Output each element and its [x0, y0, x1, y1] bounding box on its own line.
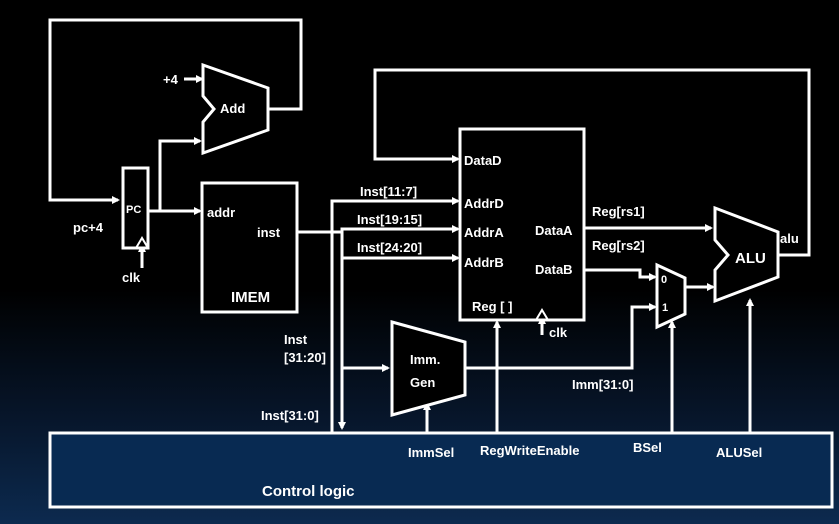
regfile-label: Reg [ ] — [472, 299, 512, 314]
imem-block: addr inst IMEM — [200, 181, 299, 314]
wire-pc-to-add — [158, 137, 202, 211]
mux-1-label: 1 — [662, 302, 668, 314]
datab-port: DataB — [535, 262, 573, 277]
wire-imm — [465, 303, 657, 370]
clk-reg-label: clk — [549, 325, 568, 340]
imm-gen: Imm. Gen — [390, 320, 467, 417]
inst-11-7-label: Inst[11:7] — [360, 184, 417, 199]
alu-unit: ALU — [713, 205, 780, 304]
register-file: DataD AddrD AddrA AddrB DataA DataB Reg … — [458, 127, 586, 322]
pc-register: PC — [121, 166, 150, 250]
dataa-port: DataA — [535, 223, 573, 238]
labels: +4 pc+4 clk Inst[11:7] Inst[19:15] Inst[… — [73, 72, 799, 460]
wires — [48, 18, 811, 440]
alusel-label: ALUSel — [716, 445, 762, 460]
immgen-label-1: Imm. — [410, 352, 440, 367]
mux-0-label: 0 — [661, 274, 667, 286]
control-logic-label: Control logic — [262, 483, 355, 500]
regwriteenable-label: RegWriteEnable — [480, 443, 579, 458]
control-logic: Control logic — [48, 431, 834, 509]
wire-alu-to-datad — [373, 68, 811, 257]
addrd-port: AddrD — [464, 196, 504, 211]
b-mux: 0 1 — [655, 262, 687, 330]
alu-label: ALU — [735, 250, 766, 267]
reg-rs1-label: Reg[rs1] — [592, 204, 645, 219]
reg-rs2-label: Reg[rs2] — [592, 238, 645, 253]
alu-out-label: alu — [780, 231, 799, 246]
bsel-label: BSel — [633, 440, 662, 455]
imm-31-0-label: Imm[31:0] — [572, 377, 633, 392]
imem-inst-label: inst — [257, 225, 281, 240]
immgen-label-2: Gen — [410, 375, 435, 390]
wire-inst-11-7 — [330, 197, 460, 232]
inst-19-15-label: Inst[19:15] — [357, 212, 422, 227]
addra-port: AddrA — [464, 225, 504, 240]
imem-label: IMEM — [231, 289, 270, 306]
imem-addr-label: addr — [207, 205, 235, 220]
pc-plus4-label: pc+4 — [73, 220, 104, 235]
wire-inst-31-20 — [340, 258, 390, 372]
addrb-port: AddrB — [464, 255, 504, 270]
add-unit: Add — [201, 62, 270, 156]
wire-inst-19-15 — [332, 225, 460, 234]
wire-reg-rs2 — [585, 268, 657, 281]
pc-label: PC — [126, 204, 141, 216]
inst-24-20-label: Inst[24:20] — [357, 240, 422, 255]
inst-31-0-label: Inst[31:0] — [261, 408, 319, 423]
add-label: Add — [220, 101, 245, 116]
datad-port: DataD — [464, 153, 502, 168]
inst-31-20-label-2: [31:20] — [284, 350, 326, 365]
const4-label: +4 — [163, 72, 179, 87]
clk-pc-label: clk — [122, 270, 141, 285]
inst-31-20-label-1: Inst — [284, 332, 308, 347]
immsel-label: ImmSel — [408, 445, 454, 460]
wire-pc-plus4-loop — [48, 18, 303, 204]
